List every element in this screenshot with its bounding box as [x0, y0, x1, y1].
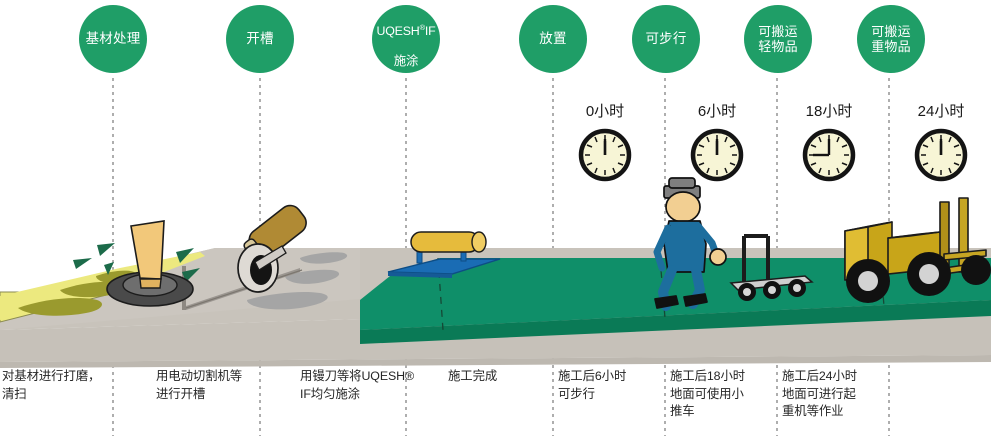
step-badge-light-load-transport[interactable]: 可搬运 轻物品: [744, 5, 812, 73]
caption-24h: 施工后24小时 地面可进行起 重机等作业: [782, 369, 858, 419]
step-badge-uqesh-if-application[interactable]: UQESH®IF 施涂: [372, 5, 440, 73]
step-label-line2: 施涂: [393, 53, 419, 68]
brand-name: UQESH: [376, 24, 420, 39]
clock-6h: [690, 128, 744, 182]
step-label-curing-rest: 放置: [539, 31, 567, 47]
caption-complete: 施工完成: [448, 369, 498, 383]
floor-grinder: [73, 220, 200, 307]
step-label-light-load-transport: 可搬运 轻物品: [758, 23, 798, 54]
brand-grade: IF: [424, 24, 436, 39]
step-badge-grooving[interactable]: 开槽: [226, 5, 294, 73]
step-label-substrate-treatment: 基材处理: [85, 31, 141, 47]
step-label-heavy-load-transport: 可搬运 重物品: [871, 23, 911, 54]
step-label-uqesh-if-application: UQESH®IF 施涂: [374, 10, 438, 69]
step-badge-substrate-treatment[interactable]: 基材处理: [79, 5, 147, 73]
groove-cutter: [237, 204, 307, 293]
time-label-0h: 0小时: [585, 103, 625, 120]
trowel-squeegee: [387, 231, 501, 278]
prepared-surface-patches: [247, 252, 348, 310]
caption-coating: 用镘刀等将UQESH® IF均匀施涂: [300, 369, 415, 401]
clock-0h: [578, 128, 632, 182]
time-label-6h: 6小时: [697, 103, 737, 120]
registered-mark-icon: ®: [419, 23, 426, 33]
time-label-24h: 24小时: [917, 103, 965, 120]
walking-worker: [653, 177, 727, 311]
step-badge-curing-rest[interactable]: 放置: [519, 5, 587, 73]
caption-6h: 施工后6小时 可步行: [558, 369, 627, 401]
hand-cart: [729, 234, 814, 301]
time-label-18h: 18小时: [805, 103, 853, 120]
step-badge-heavy-load-transport[interactable]: 可搬运 重物品: [857, 5, 925, 73]
caption-grooving: 用电动切割机等 进行开槽: [156, 369, 243, 401]
clock-24h: [914, 128, 968, 182]
caption-grinding: 对基材进行打磨， 清扫: [2, 369, 101, 401]
forklift: [844, 197, 991, 303]
caption-18h: 施工后18小时 地面可使用小 推车: [670, 369, 746, 419]
step-badge-walkable[interactable]: 可步行: [632, 5, 700, 73]
step-label-grooving: 开槽: [246, 31, 274, 47]
clock-18h: [802, 128, 856, 182]
step-label-walkable: 可步行: [645, 31, 687, 47]
